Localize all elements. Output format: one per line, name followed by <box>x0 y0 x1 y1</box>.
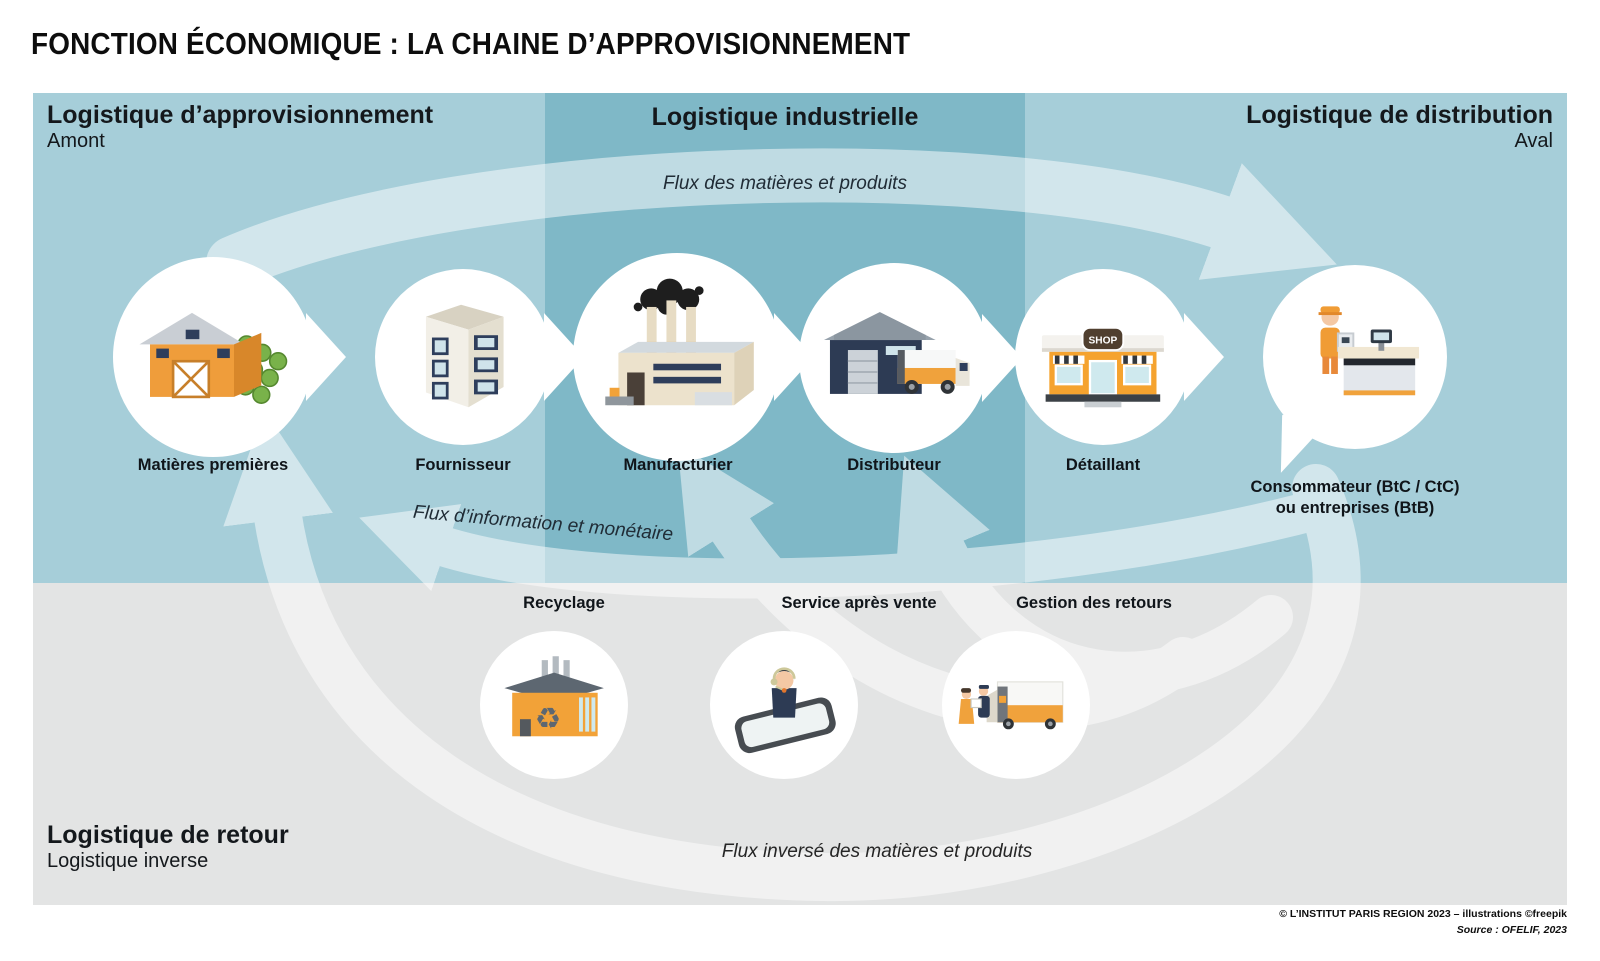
reverse-node-recycling: ♻ <box>480 631 628 779</box>
distribution-subtitle: Aval <box>1514 130 1553 152</box>
credits: © L’INSTITUT PARIS REGION 2023 – illustr… <box>1279 907 1567 939</box>
label-after-sales: Service après vente <box>781 594 937 612</box>
supply-subtitle: Amont <box>47 130 105 152</box>
chain-node-consumer <box>1263 265 1447 449</box>
industrial-title: Logistique industrielle <box>651 103 919 131</box>
building-icon <box>426 304 504 407</box>
chain-node-distributor <box>799 263 1022 453</box>
section-header-supply: Logistique d’approvisionnement Amont <box>47 101 433 154</box>
return-title: Logistique de retour <box>47 821 289 849</box>
label-recycling: Recyclage <box>523 594 605 612</box>
warehouse-truck-icon <box>824 312 970 394</box>
reverse-node-after-sales <box>710 631 858 779</box>
label-manufacturer: Manufacturier <box>623 456 733 474</box>
label-returns: Gestion des retours <box>1016 594 1172 612</box>
returns-truck-icon <box>958 681 1064 730</box>
page-title: FONCTION ÉCONOMIQUE : LA CHAINE D’APPROV… <box>31 26 911 61</box>
label-retailer: Détaillant <box>1065 456 1141 474</box>
support-phone-icon <box>734 667 836 753</box>
recycle-symbol: ♻ <box>535 701 561 735</box>
shop-sign-text: SHOP <box>1089 335 1118 346</box>
label-consumer-line2: ou entreprises (BtB) <box>1275 498 1435 517</box>
cashier-icon <box>1318 306 1419 396</box>
recycling-plant-icon: ♻ <box>504 656 604 737</box>
chain-node-supplier <box>375 269 584 445</box>
factory-icon <box>604 278 754 406</box>
credit-line: © L’INSTITUT PARIS REGION 2023 – illustr… <box>1279 908 1567 920</box>
chain-node-retailer: SHOP <box>1015 269 1224 445</box>
section-header-industrial: Logistique industrielle <box>545 103 1025 131</box>
section-header-distribution: Logistique de distribution Aval <box>1246 101 1553 154</box>
label-supplier: Fournisseur <box>415 456 511 474</box>
forward-flow-label: Flux des matières et produits <box>663 173 907 194</box>
section-header-return: Logistique de retour Logistique inverse <box>47 821 289 874</box>
shop-icon: SHOP <box>1042 326 1164 407</box>
label-consumer: Consommateur (BtC / CtC) ou entreprises … <box>1215 477 1495 518</box>
label-distributor: Distributeur <box>847 456 941 474</box>
reverse-node-returns <box>942 631 1090 779</box>
farm-icon <box>139 312 288 404</box>
return-subtitle: Logistique inverse <box>47 850 209 872</box>
supply-title: Logistique d’approvisionnement <box>47 101 434 129</box>
label-consumer-line1: Consommateur (BtC / CtC) <box>1250 478 1460 496</box>
label-raw-materials: Matières premières <box>137 456 289 474</box>
supply-chain-diagram: Logistique d’approvisionnement Amont Log… <box>33 93 1567 905</box>
reverse-flow-label: Flux inversé des matières et produits <box>721 841 1033 862</box>
source-line: Source : OFELIF, 2023 <box>1456 923 1567 936</box>
chain-node-manufacturer <box>573 253 814 461</box>
chain-node-raw-materials <box>113 257 346 457</box>
distribution-title: Logistique de distribution <box>1246 101 1553 129</box>
